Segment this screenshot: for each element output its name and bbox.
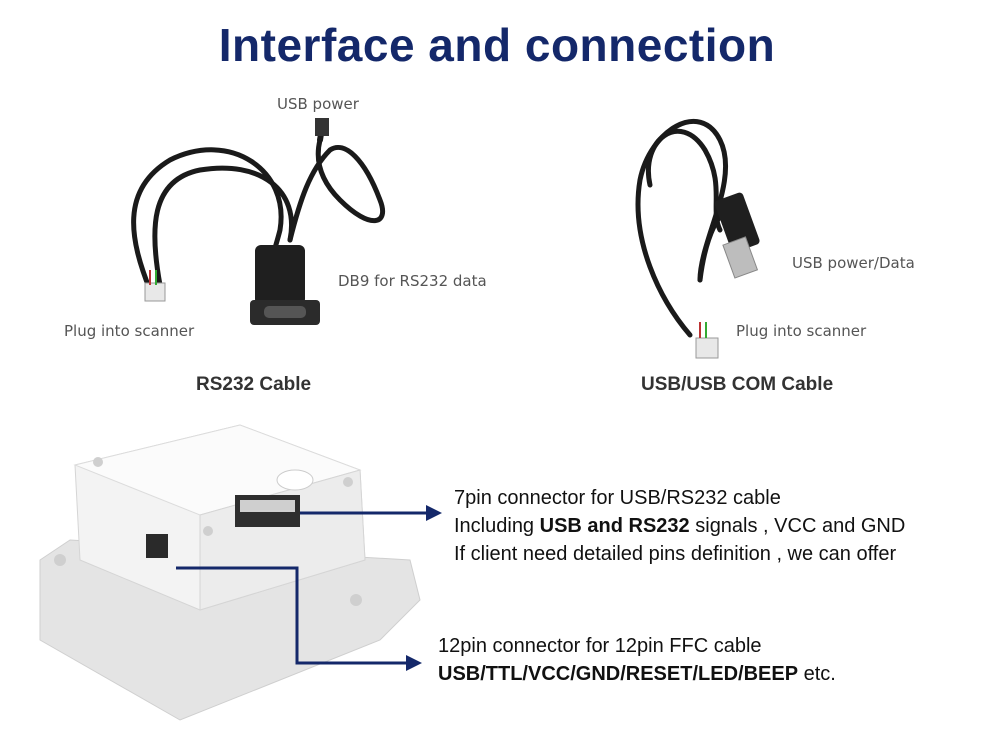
rs232-cable-caption: RS232 Cable	[196, 374, 312, 395]
12pin-line1: 12pin connector for 12pin FFC cable	[438, 635, 762, 657]
12pin-line2-bold: USB/TTL/VCC/GND/RESET/LED/BEEP	[438, 663, 799, 685]
7pin-description: 7pin connector for USB/RS232 cable Inclu…	[454, 484, 984, 568]
7pin-line2: Including USB and RS232 signals , VCC an…	[454, 512, 984, 540]
usb-power-label: USB power	[277, 95, 359, 113]
12pin-description: 12pin connector for 12pin FFC cable USB/…	[438, 632, 978, 688]
12pin-line2-suffix: etc.	[798, 663, 836, 685]
7pin-line3: If client need detailed pins definition …	[454, 543, 897, 565]
7pin-line2-bold: USB and RS232	[539, 515, 690, 537]
7pin-line1: 7pin connector for USB/RS232 cable	[454, 487, 781, 509]
db9-label: DB9 for RS232 data	[338, 272, 487, 290]
usb-power-data-label: USB power/Data	[792, 254, 915, 272]
scanner-plug-icon	[144, 270, 166, 302]
usb-a-plug-icon	[714, 192, 760, 279]
usb-com-cable-image	[635, 119, 738, 338]
rs232-plug-label: Plug into scanner	[64, 322, 195, 340]
arrow-12pin	[176, 566, 410, 665]
scanner-device-image	[39, 424, 421, 721]
db9-connector-icon	[250, 245, 320, 325]
7pin-line2-suffix: signals , VCC and GND	[689, 515, 906, 537]
usbcom-plug-label: Plug into scanner	[736, 322, 867, 340]
rs232-cable-image	[131, 125, 386, 293]
arrow-12pin-head-icon	[406, 655, 422, 671]
12pin-connector-icon	[146, 534, 168, 558]
usb-micro-plug-icon	[315, 118, 329, 136]
arrow-7pin-head-icon	[426, 505, 442, 521]
usbcom-cable-caption: USB/USB COM Cable	[641, 374, 834, 395]
scanner-plug-icon-2	[695, 322, 719, 359]
7pin-line2-prefix: Including	[454, 515, 540, 537]
page-title: Interface and connection	[218, 19, 776, 71]
12pin-line2: USB/TTL/VCC/GND/RESET/LED/BEEP etc.	[438, 660, 978, 688]
